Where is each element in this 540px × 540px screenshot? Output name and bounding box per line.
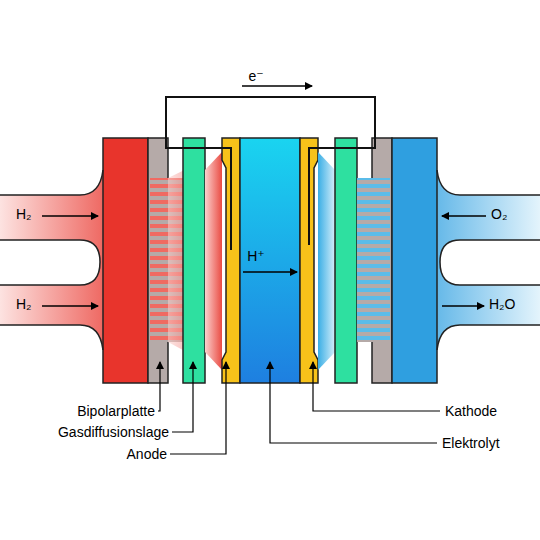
part-label: Anode xyxy=(127,446,167,463)
part-label: Kathode xyxy=(445,403,497,420)
gas-label: H₂O xyxy=(489,296,515,313)
leader-lines xyxy=(158,362,440,454)
gas-label: H₂ xyxy=(16,296,32,313)
part-label: Gasdiffusionslage xyxy=(58,424,169,441)
proton-label: H⁺ xyxy=(247,248,265,265)
part-label: Bipolarplatte xyxy=(77,403,155,420)
electron-label: e⁻ xyxy=(248,68,263,85)
gas-label: O₂ xyxy=(491,206,507,223)
gas-label: H₂ xyxy=(16,206,32,223)
part-label: Elektrolyt xyxy=(442,435,500,452)
